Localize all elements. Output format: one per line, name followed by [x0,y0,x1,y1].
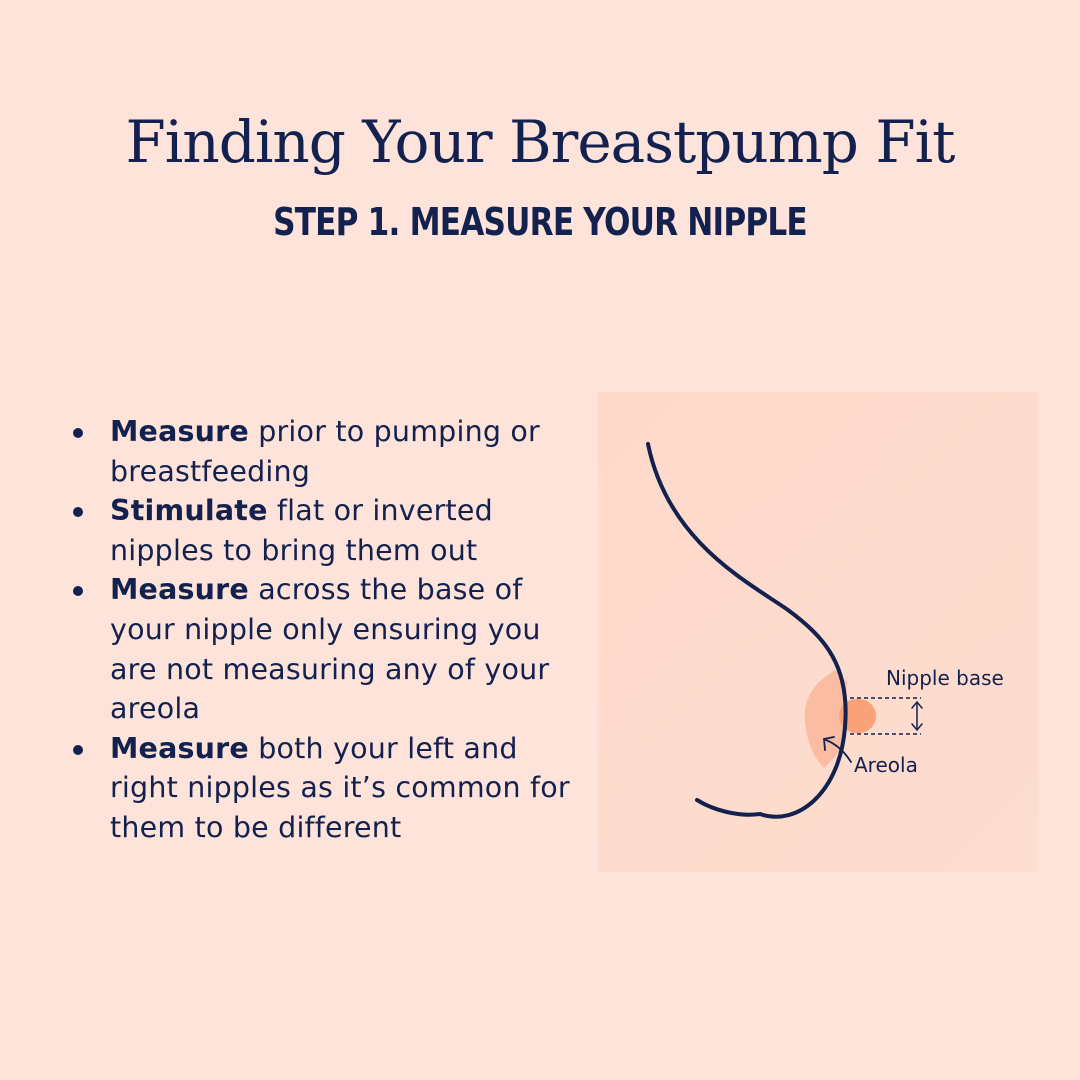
breast-profile-diagram [646,442,923,819]
bullet-text: both your left and right nipples as it’s… [110,731,570,844]
bullet-text: flat or inverted nipples to bring them o… [110,494,493,567]
areola-shape [804,670,847,768]
instruction-list: Measure prior to pumping or breastfeedin… [72,412,572,848]
diagram-panel: Nipple base Areola [598,392,1038,872]
bullet-dot-icon [73,507,83,518]
list-item: Measure prior to pumping or breastfeedin… [72,412,572,491]
bullet-bold-word: Stimulate [110,494,268,528]
list-item: Measure both your left and right nipples… [72,729,572,848]
areola-pointer-arrow-icon [823,736,852,763]
breast-outline [646,442,848,819]
bullet-text: prior to pumping or breastfeeding [110,415,540,488]
bullet-dot-icon [73,586,83,597]
page-title: Finding Your Breastpump Fit [125,108,956,176]
bullet-bold-word: Measure [110,731,249,765]
list-item: Measure across the base of your nipple o… [72,570,572,728]
nipple-shape [839,699,876,733]
bullet-text: across the base of your nipple only ensu… [110,573,550,726]
bullet-bold-word: Measure [110,573,249,607]
bullet-dot-icon [73,428,83,438]
list-item: Stimulate flat or inverted nipples to br… [72,491,572,570]
areola-label: Areola [854,753,918,777]
step-subtitle: STEP 1. MEASURE YOUR NIPPLE [273,200,808,244]
measurement-arrow-icon [911,700,923,732]
nipple-base-label: Nipple base [886,666,1004,690]
bullet-bold-word: Measure [110,415,249,448]
bullet-dot-icon [73,744,83,755]
